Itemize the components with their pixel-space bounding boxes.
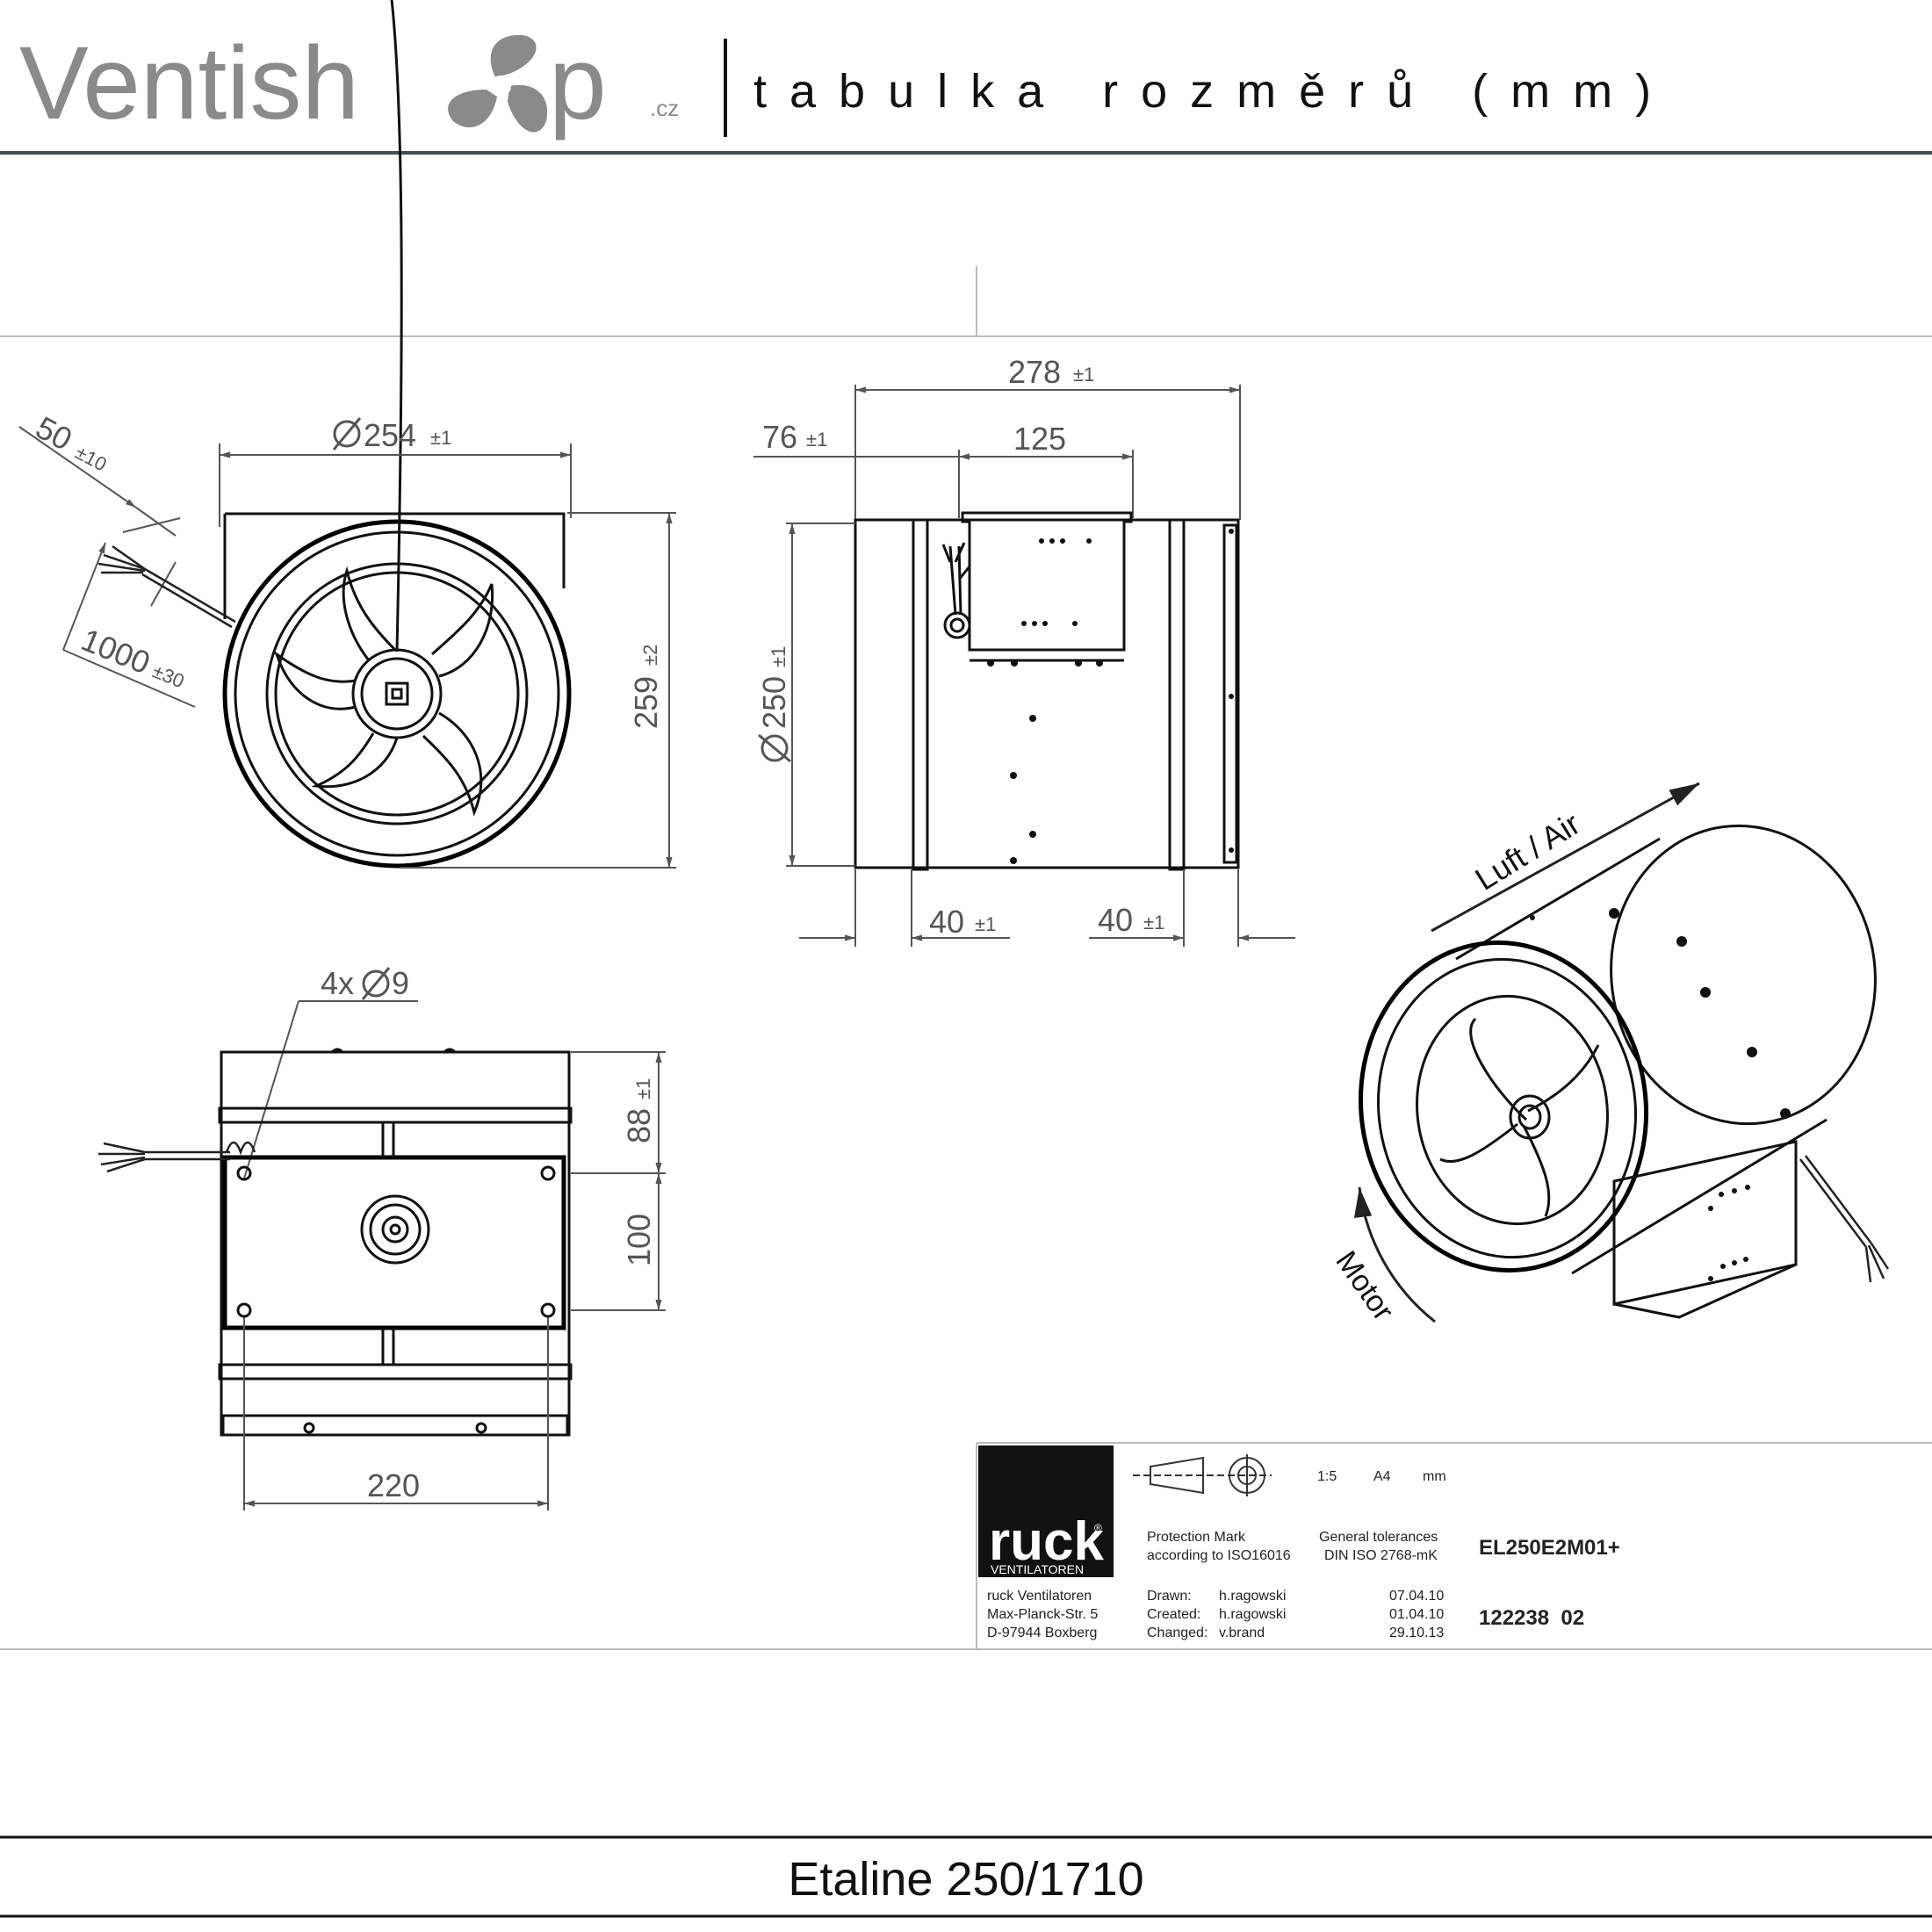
page-subtitle: tabulka rozměrů (mm) (753, 65, 1674, 118)
motor-rotation-label: Motor (1329, 1245, 1400, 1327)
cable-icon (98, 1141, 256, 1173)
header: Ventish p .cz tabulka rozměrů (mm) (0, 25, 1932, 155)
side-view: 278 ±1 76 ±1 125 (753, 354, 1295, 947)
dim-outer-diameter-tol: ±1 (430, 427, 451, 449)
dim-cable-total-tol: ±30 (149, 660, 187, 692)
dim-box-height: 100 (621, 1214, 657, 1266)
drawing-number: 122238 02 (1479, 1606, 1584, 1630)
dim-holes-count: 4x (321, 965, 354, 1001)
company-line-2: Max-Planck-Str. 5 (987, 1607, 1098, 1622)
changed-date: 29.10.13 (1389, 1626, 1444, 1640)
barrel-holes (1530, 908, 1791, 1119)
cable-gland-icon (941, 542, 971, 639)
model-code: EL250E2M01+ (1479, 1536, 1620, 1560)
box-holes (987, 529, 1234, 864)
fan-blades-icon (1439, 1017, 1600, 1217)
dim-mount-width: 220 (367, 1467, 420, 1503)
dim-duct-diameter: 250 (756, 676, 792, 729)
dim-length-tol: ±1 (1073, 364, 1094, 386)
dim-hole-diameter: 9 (392, 965, 409, 1001)
mount-holes (236, 1165, 556, 1434)
tolerance-line-1: General tolerances (1319, 1530, 1438, 1545)
dim-box-top: 88 (621, 1108, 657, 1143)
cable-icon (97, 544, 236, 629)
protection-line-1: Protection Mark (1147, 1530, 1246, 1545)
product-name: Etaline 250/1710 (788, 1853, 1143, 1906)
drawn-date: 07.04.10 (1389, 1589, 1444, 1604)
air-flow-label: Luft / Air (1469, 805, 1587, 898)
dim-height-tol: ±2 (639, 645, 661, 666)
dim-collar-right-tol: ±1 (1143, 912, 1164, 934)
company-line-1: ruck Ventilatoren (987, 1589, 1092, 1604)
dim-duct-diameter-tol: ±1 (768, 646, 789, 667)
diameter-icon (758, 733, 791, 763)
drawn-label: Drawn: (1147, 1589, 1192, 1604)
fan-logo-icon (448, 34, 548, 133)
company-line-3: D-97944 Boxberg (987, 1626, 1097, 1640)
changed-by: v.brand (1219, 1626, 1265, 1640)
dim-length: 278 (1008, 354, 1061, 390)
brand-left: Ventish (19, 25, 359, 141)
frame-lines (0, 266, 1932, 1650)
footer: Etaline 250/1710 (0, 1835, 1932, 1918)
title-block: ruck ® VENTILATOREN ruck Ventilatoren Ma… (978, 1445, 1620, 1640)
diameter-icon (332, 417, 362, 451)
dim-offset-tol: ±1 (806, 429, 827, 451)
created-label: Created: (1147, 1607, 1200, 1622)
isometric-view: Luft / Air Motor (1329, 782, 1890, 1327)
dim-collar-left-tol: ±1 (975, 913, 996, 935)
dim-cable-length: 50 (30, 409, 78, 458)
drawn-by: h.ragowski (1219, 1589, 1286, 1604)
dim-cable-length-tol: ±10 (72, 441, 111, 475)
changed-label: Changed: (1147, 1626, 1208, 1640)
logo-text: ruck (989, 1511, 1104, 1572)
logo-registered: ® (1094, 1522, 1102, 1534)
brand-suffix: .cz (650, 95, 679, 121)
dim-offset: 76 (762, 419, 797, 455)
dim-height: 259 (628, 676, 664, 729)
diameter-icon (361, 967, 391, 1000)
dim-outer-diameter: 254 (364, 417, 416, 453)
dim-box-width: 125 (1013, 421, 1066, 457)
created-by: h.ragowski (1219, 1607, 1286, 1622)
unit: mm (1423, 1469, 1446, 1484)
dim-collar-left: 40 (929, 904, 964, 940)
projection-symbol-icon (1133, 1454, 1272, 1496)
dim-collar-right: 40 (1098, 902, 1133, 938)
cable-icon (1799, 1155, 1890, 1283)
logo-subtitle: VENTILATOREN (991, 1562, 1084, 1576)
fan-blades-icon (274, 0, 494, 817)
ruck-logo (978, 1445, 1114, 1577)
bottom-view: 4x 9 8 (98, 965, 666, 1510)
motor-hub-icon (360, 1194, 430, 1265)
format: A4 (1373, 1469, 1391, 1484)
dim-box-top-tol: ±1 (632, 1078, 654, 1099)
brand-right: p (549, 25, 607, 141)
scale: 1:5 (1317, 1469, 1337, 1484)
tolerance-line-2: DIN ISO 2768-mK (1324, 1548, 1438, 1563)
created-date: 01.04.10 (1389, 1607, 1444, 1622)
protection-line-2: according to ISO16016 (1147, 1548, 1291, 1563)
